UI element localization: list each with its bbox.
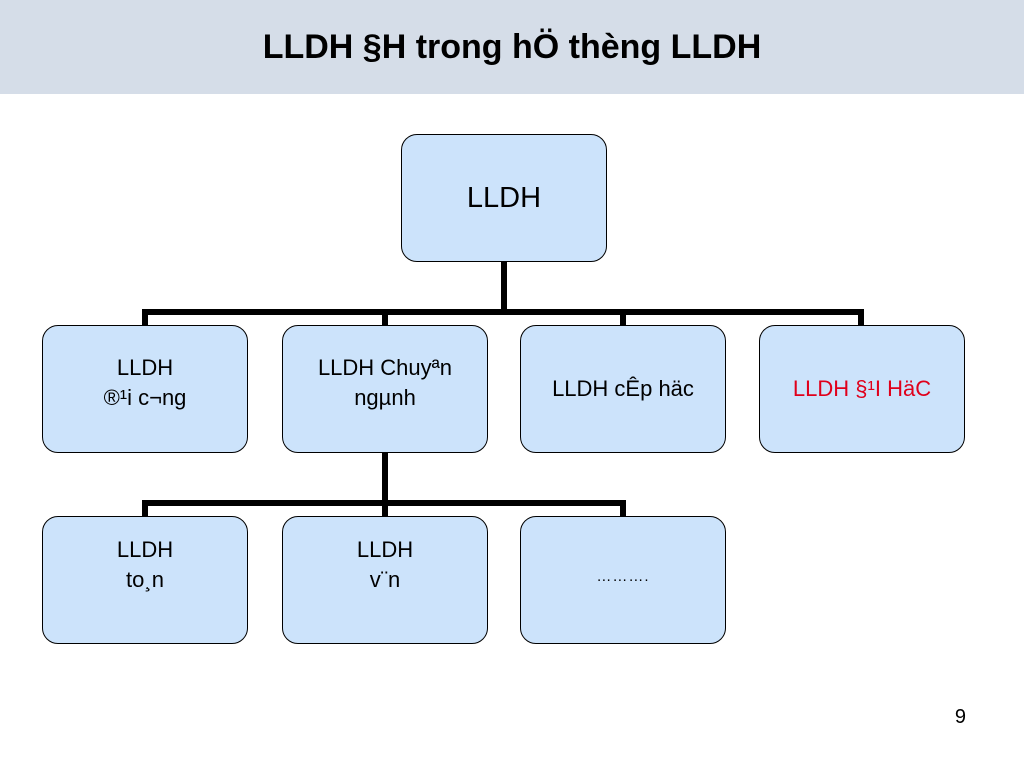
node-root-label: LLDH — [466, 181, 542, 214]
node-level3-1-line-2: to¸n — [126, 567, 164, 592]
node-level2-1-line-1: LLDH — [116, 355, 174, 380]
node-level2-2: LLDH Chuyªn ngµnh — [282, 325, 488, 453]
node-level2-3-line-1: LLDH cÊp häc — [552, 376, 694, 401]
node-level2-2-line-2: ngµnh — [354, 385, 416, 410]
node-level3-3-line-1: ………. — [596, 568, 650, 585]
node-level2-2-line-1: LLDH Chuyªn — [317, 355, 453, 380]
node-level2-4: LLDH §¹I HäC — [759, 325, 965, 453]
node-level3-1: LLDH to¸n — [42, 516, 248, 644]
node-level2-3: LLDH cÊp häc — [520, 325, 726, 453]
slide-title: LLDH §H trong hÖ thèng LLDH — [262, 28, 762, 66]
page-number: 9 — [954, 706, 966, 728]
node-level2-4-line-1: LLDH §¹I HäC — [792, 376, 932, 401]
node-level2-1: LLDH ®¹i c¬ng — [42, 325, 248, 453]
node-level3-2-line-2: v¨n — [369, 567, 401, 592]
title-band — [0, 0, 1024, 94]
node-level3-2: LLDH v¨n — [282, 516, 488, 644]
node-level2-1-line-2: ®¹i c¬ng — [103, 385, 187, 410]
node-level3-2-line-1: LLDH — [356, 537, 414, 562]
node-level3-1-line-1: LLDH — [116, 537, 174, 562]
node-level3-3: ………. — [520, 516, 726, 644]
node-root: LLDH — [401, 134, 607, 262]
